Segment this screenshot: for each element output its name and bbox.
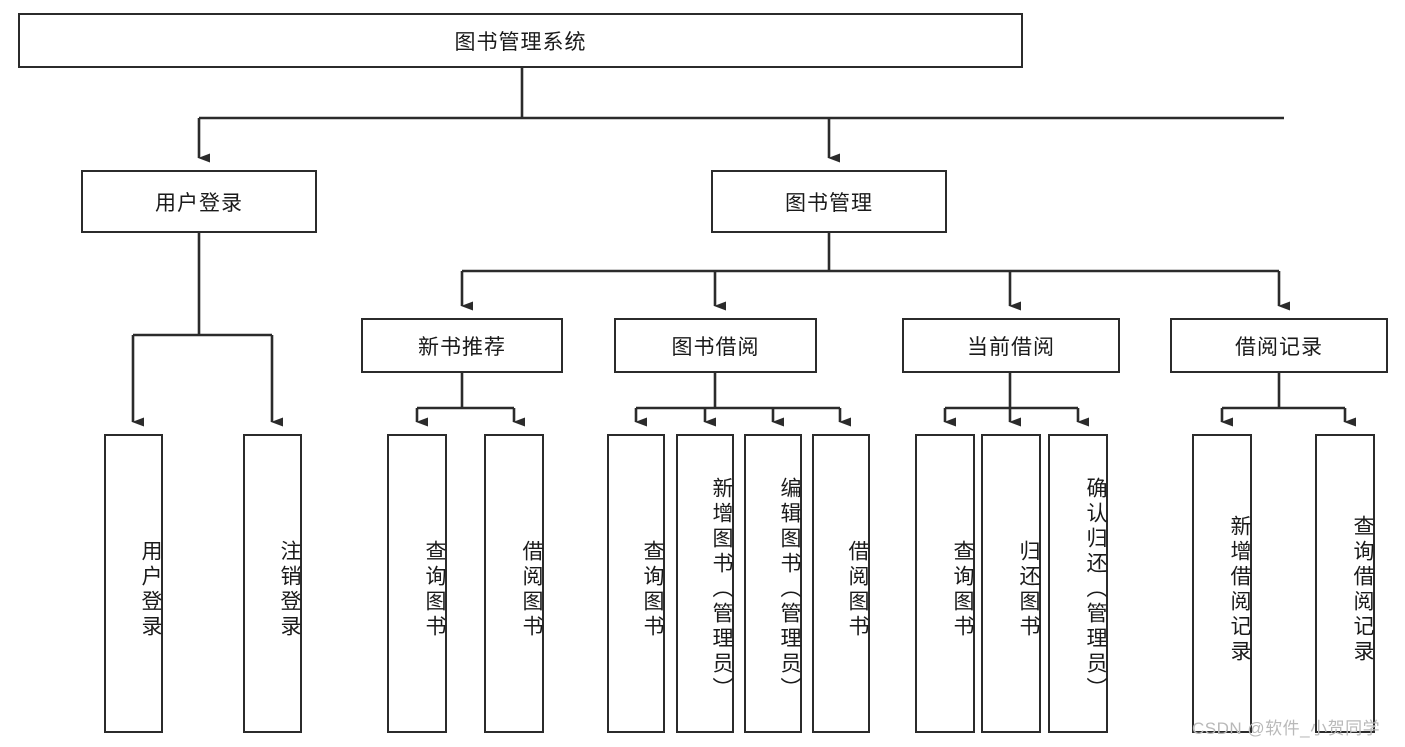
- csdn-watermark: CSDN @软件_小贺同学: [1192, 719, 1381, 738]
- node-label: 用户登录: [155, 191, 243, 215]
- leaf-borrow-query-book[interactable]: 查询图书: [607, 434, 665, 733]
- node-label: 图书管理: [785, 191, 873, 215]
- node-label: 借阅记录: [1235, 335, 1323, 359]
- node-label: 用户登录: [139, 539, 162, 640]
- leaf-record-add-borrow-record[interactable]: 新增借阅记录: [1192, 434, 1252, 733]
- leaf-user-login[interactable]: 用户登录: [104, 434, 163, 733]
- node-label: 图书借阅: [671, 335, 760, 359]
- leaf-user-logout[interactable]: 注销登录: [243, 434, 302, 733]
- node-label: 新书推荐: [418, 335, 506, 359]
- node-label: 查询借阅记录: [1351, 514, 1374, 665]
- node-new-book-recommend[interactable]: 新书推荐: [361, 318, 563, 373]
- node-label: 新增借阅记录: [1228, 514, 1251, 665]
- leaf-borrow-add-book-admin[interactable]: 新增图书（管理员）: [676, 434, 734, 733]
- node-label: 当前借阅: [967, 335, 1055, 359]
- node-book-management[interactable]: 图书管理: [711, 170, 947, 233]
- leaf-current-confirm-return-admin[interactable]: 确认归还（管理员）: [1048, 434, 1108, 733]
- node-label: 图书管理系统: [454, 30, 587, 54]
- node-label: 归还图书: [1017, 539, 1040, 640]
- node-root-system[interactable]: 图书管理系统: [18, 13, 1023, 68]
- node-book-borrow[interactable]: 图书借阅: [614, 318, 817, 373]
- node-label: 查询图书: [951, 539, 974, 640]
- leaf-recommend-borrow-book[interactable]: 借阅图书: [484, 434, 544, 733]
- node-label: 编辑图书（管理员）: [778, 477, 801, 702]
- node-label: 查询图书: [423, 539, 446, 640]
- node-label: 确认归还（管理员）: [1084, 477, 1107, 702]
- leaf-record-query-borrow-record[interactable]: 查询借阅记录: [1315, 434, 1375, 733]
- node-label: 借阅图书: [846, 539, 869, 640]
- node-label: 查询图书: [641, 539, 664, 640]
- leaf-current-return-book[interactable]: 归还图书: [981, 434, 1041, 733]
- leaf-current-query-book[interactable]: 查询图书: [915, 434, 975, 733]
- node-current-borrow[interactable]: 当前借阅: [902, 318, 1120, 373]
- leaf-recommend-query-book[interactable]: 查询图书: [387, 434, 447, 733]
- node-label: 注销登录: [278, 539, 301, 640]
- leaf-borrow-edit-book-admin[interactable]: 编辑图书（管理员）: [744, 434, 802, 733]
- node-label: 新增图书（管理员）: [710, 477, 733, 702]
- node-borrow-record[interactable]: 借阅记录: [1170, 318, 1388, 373]
- node-label: 借阅图书: [520, 539, 543, 640]
- leaf-borrow-borrow-book[interactable]: 借阅图书: [812, 434, 870, 733]
- node-user-login[interactable]: 用户登录: [81, 170, 317, 233]
